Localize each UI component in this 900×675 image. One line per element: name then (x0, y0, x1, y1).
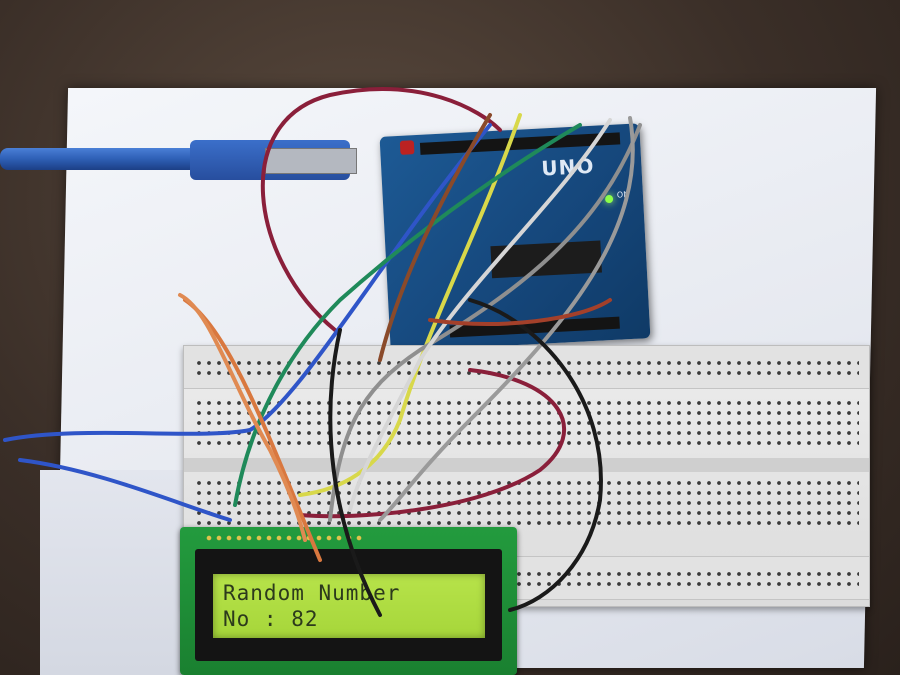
usb-plug-metal (265, 148, 357, 174)
wire-red-brown (428, 298, 612, 326)
wire-grey-2 (378, 116, 635, 522)
wire-blue-2 (18, 458, 232, 522)
breadboard-center-gap (184, 458, 869, 472)
wire-white (348, 118, 612, 512)
wire-maroon-2 (298, 368, 567, 519)
wire-brown (378, 113, 492, 362)
wire-green (233, 123, 582, 507)
wire-black-2 (328, 328, 382, 617)
wire-grey (328, 123, 642, 522)
wire-maroon (260, 87, 502, 332)
wire-yellow (298, 113, 522, 497)
lcd-line-2: No : 82 (223, 607, 319, 631)
breadboard-terminal-upper (194, 398, 859, 448)
wire-orange-2 (178, 293, 307, 542)
lcd-line-1: Random Number (223, 581, 401, 605)
lcd-screen: Random Number No : 82 (213, 574, 485, 638)
lcd-header-pins (204, 533, 364, 543)
lcd-module: Random Number No : 82 (180, 527, 517, 675)
wire-black (468, 298, 603, 612)
